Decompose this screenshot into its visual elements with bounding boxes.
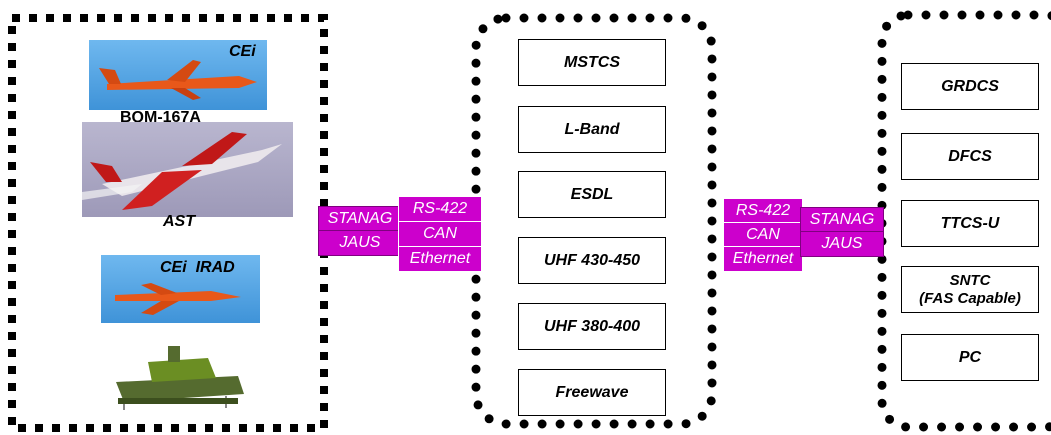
system-dfcs: DFCS [901, 133, 1039, 180]
tank-image [108, 342, 248, 412]
system-freewave: Freewave [518, 369, 666, 416]
left-protocol-jaus: JAUS [318, 230, 402, 256]
left-bus-can: CAN [398, 221, 482, 247]
left-bus-rs422: RS-422 [398, 196, 482, 222]
system-pc: PC [901, 334, 1039, 381]
ast-label: AST [163, 213, 195, 230]
right-protocol-jaus: JAUS [800, 231, 884, 257]
right-bus-ethernet: Ethernet [723, 246, 803, 272]
system-uhf-430-450: UHF 430-450 [518, 237, 666, 284]
right-bus-rs422: RS-422 [723, 198, 803, 224]
system-ttcs-u: TTCS-U [901, 200, 1039, 247]
irad-drone-image [101, 255, 260, 323]
cei-drone-image [89, 40, 267, 110]
bqm-label: BQM-167A [120, 109, 201, 126]
system-mstcs: MSTCS [518, 39, 666, 86]
cei-label: CEi [229, 43, 256, 60]
system-uhf-380-400: UHF 380-400 [518, 303, 666, 350]
ast-jet-image [82, 122, 293, 217]
irad-label: CEi IRAD [160, 259, 235, 276]
right-protocol-stanag: STANAG [800, 207, 884, 233]
system-sntc: SNTC (FAS Capable) [901, 266, 1039, 313]
system-l-band: L-Band [518, 106, 666, 153]
system-grdcs: GRDCS [901, 63, 1039, 110]
left-bus-ethernet: Ethernet [398, 246, 482, 272]
system-esdl: ESDL [518, 171, 666, 218]
left-protocol-stanag: STANAG [318, 206, 402, 232]
right-bus-can: CAN [723, 222, 803, 248]
